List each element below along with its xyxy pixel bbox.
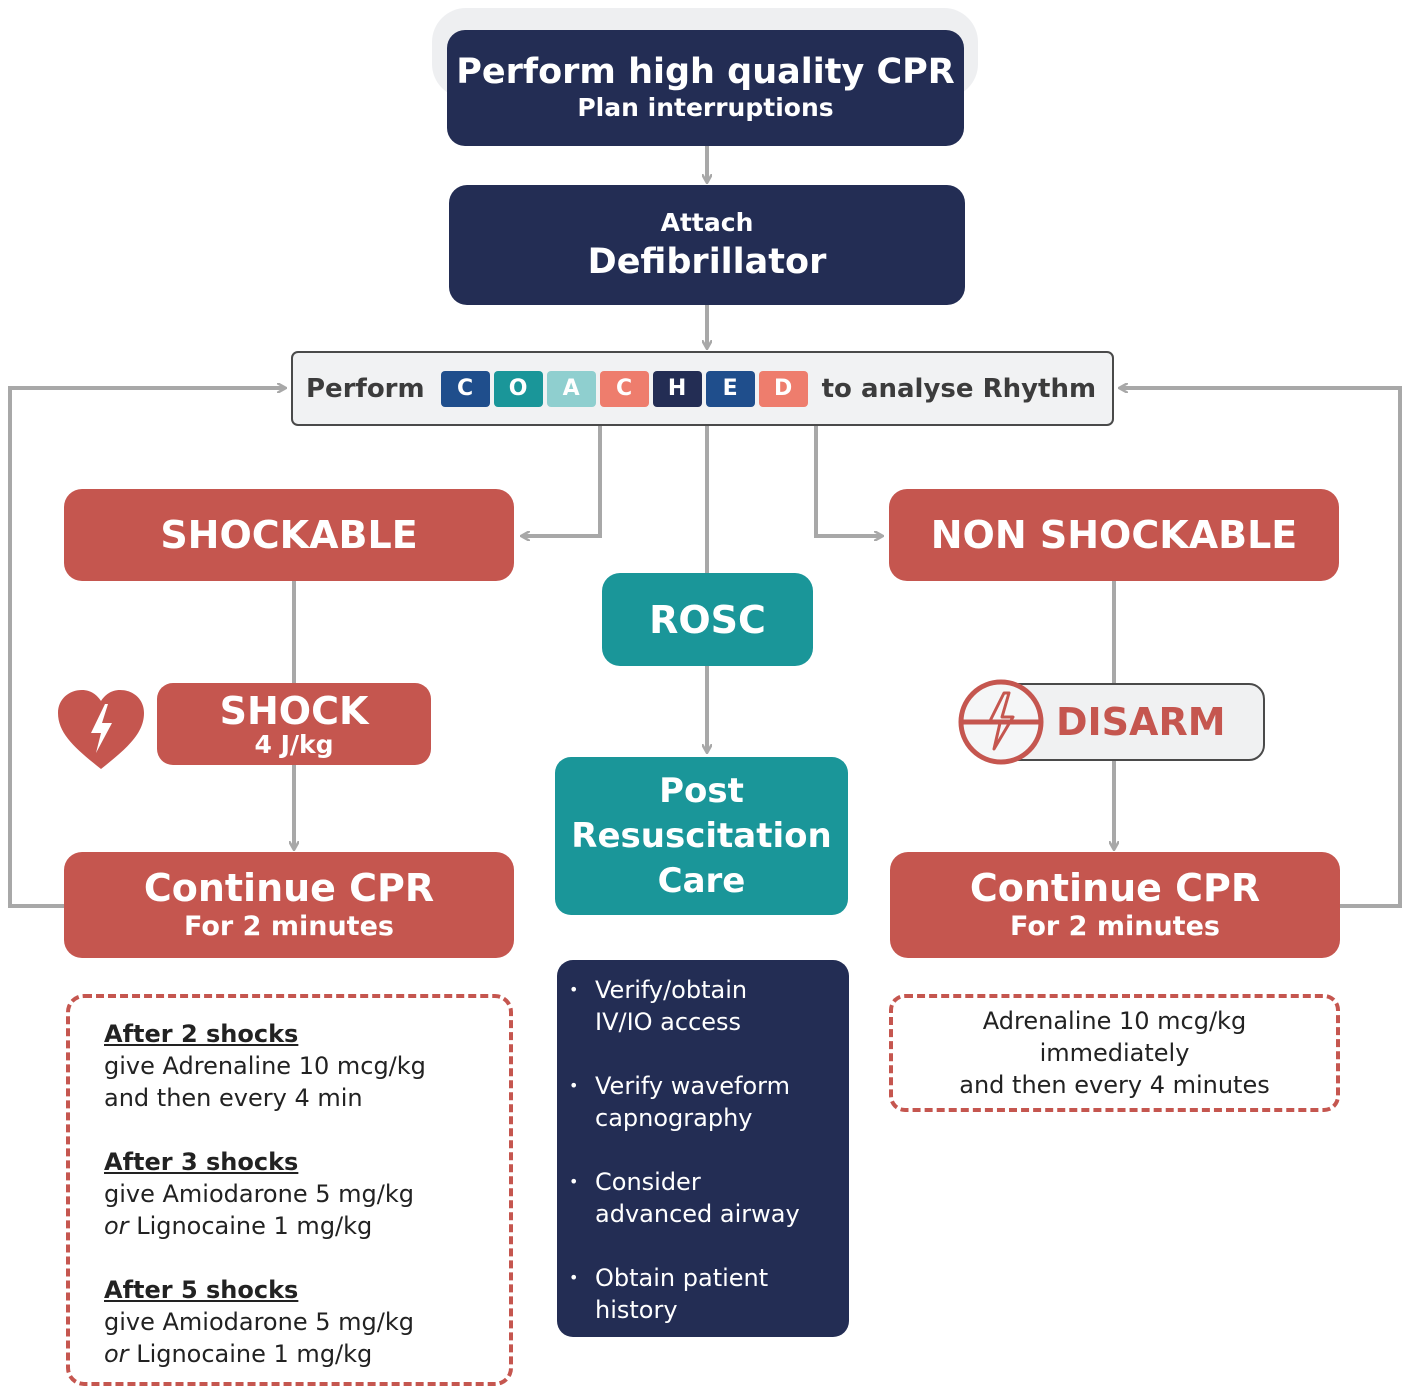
shock-dose: 4 J/kg xyxy=(254,730,334,759)
continue-right-title: Continue CPR xyxy=(969,866,1261,910)
list-item-line: advanced airway xyxy=(595,1200,800,1228)
coached-letter-c: C xyxy=(440,370,490,407)
note-after-3-shocks: After 3 shocks give Amiodarone 5 mg/kg o… xyxy=(104,1146,509,1242)
note-after-2-shocks: After 2 shocks give Adrenaline 10 mcg/kg… xyxy=(104,1018,509,1114)
coached-letter-h: H xyxy=(652,370,702,407)
coached-letter-e: E xyxy=(705,370,755,407)
list-item: • Verify waveform capnography xyxy=(569,1070,839,1134)
note-emphasis: or xyxy=(104,1212,129,1240)
list-item-line: history xyxy=(595,1296,678,1324)
rosc-box: ROSC xyxy=(602,573,813,666)
note-line: and then every 4 min xyxy=(104,1082,509,1114)
coached-letter-o: O xyxy=(493,370,543,407)
coached-suffix: to analyse Rhythm xyxy=(821,373,1097,404)
note-title: After 5 shocks xyxy=(104,1276,299,1304)
bullet-icon: • xyxy=(569,980,579,999)
bullet-icon: • xyxy=(569,1076,579,1095)
shock-label: SHOCK xyxy=(219,689,369,733)
note-line: or Lignocaine 1 mg/kg xyxy=(104,1210,509,1242)
coached-prefix: Perform xyxy=(306,373,425,404)
note-emphasis: or xyxy=(104,1340,129,1368)
cpr-subtitle: Plan interruptions xyxy=(577,93,834,122)
note-line: or Lignocaine 1 mg/kg xyxy=(104,1338,509,1370)
arrow-coached-to-shockable xyxy=(522,426,602,536)
coached-analyse-rhythm-bar: Perform C O A C H E D to analyse Rhythm xyxy=(291,351,1114,426)
disarm-box: DISARM xyxy=(1000,683,1265,761)
note-line: give Adrenaline 10 mcg/kg xyxy=(104,1052,426,1080)
defib-line1: Attach xyxy=(660,208,754,237)
note-line: give Amiodarone 5 mg/kg xyxy=(104,1308,414,1336)
cpr-title: Perform high quality CPR xyxy=(456,52,955,92)
list-item-line: capnography xyxy=(595,1104,753,1132)
post-care-line1: Post xyxy=(659,770,744,811)
list-item-line: Verify/obtain xyxy=(595,976,748,1004)
list-item: • Consider advanced airway xyxy=(569,1166,839,1230)
note-text: Lignocaine 1 mg/kg xyxy=(128,1212,373,1240)
list-item-line: Verify waveform xyxy=(595,1072,790,1100)
bullet-icon: • xyxy=(569,1268,579,1287)
list-item: • Obtain patient history xyxy=(569,1262,839,1326)
continue-left-subtitle: For 2 minutes xyxy=(184,911,394,942)
perform-cpr-box: Perform high quality CPR Plan interrupti… xyxy=(447,30,964,146)
heart-lightning-icon xyxy=(58,690,144,769)
note-text: Lignocaine 1 mg/kg xyxy=(128,1340,373,1368)
no-shock-icon xyxy=(958,679,1044,765)
loop-left xyxy=(8,388,285,908)
defib-line2: Defibrillator xyxy=(587,242,827,282)
loop-right xyxy=(1120,388,1402,908)
note-title: After 3 shocks xyxy=(104,1148,299,1176)
non-shockable-box: NON SHOCKABLE xyxy=(889,489,1339,581)
shockable-box: SHOCKABLE xyxy=(64,489,514,581)
continue-left-title: Continue CPR xyxy=(143,866,435,910)
note-line: give Amiodarone 5 mg/kg xyxy=(104,1180,414,1208)
right-note-line2: immediately xyxy=(1039,1039,1190,1067)
non-shockable-label: NON SHOCKABLE xyxy=(930,513,1298,557)
bullet-icon: • xyxy=(569,1172,579,1191)
continue-right-subtitle: For 2 minutes xyxy=(1010,911,1220,942)
continue-cpr-left-box: Continue CPR For 2 minutes xyxy=(64,852,514,958)
coached-letters: C O A C H E D xyxy=(440,370,812,407)
list-item-line: IV/IO access xyxy=(595,1008,742,1036)
continue-cpr-right-box: Continue CPR For 2 minutes xyxy=(890,852,1340,958)
shockable-drug-notes: After 2 shocks give Adrenaline 10 mcg/kg… xyxy=(66,994,513,1386)
note-text: and then every 4 min xyxy=(104,1084,363,1112)
non-shockable-drug-notes: Adrenaline 10 mcg/kg immediately and the… xyxy=(889,994,1340,1112)
coached-letter-d: D xyxy=(758,370,808,407)
list-item-line: Consider xyxy=(595,1168,701,1196)
coached-letter-a: A xyxy=(546,370,596,407)
disarm-label: DISARM xyxy=(1056,700,1226,744)
post-resuscitation-care-box: Post Resuscitation Care xyxy=(555,757,848,915)
post-care-line3: Care xyxy=(657,860,746,901)
shockable-label: SHOCKABLE xyxy=(160,513,418,557)
right-note-line3: and then every 4 minutes xyxy=(959,1071,1270,1099)
rosc-label: ROSC xyxy=(649,597,766,642)
list-item-line: Obtain patient xyxy=(595,1264,769,1292)
arrow-coached-to-nonshockable xyxy=(814,426,882,536)
coached-letter-c2: C xyxy=(599,370,649,407)
right-note-line1: Adrenaline 10 mcg/kg xyxy=(982,1007,1247,1035)
note-after-5-shocks: After 5 shocks give Amiodarone 5 mg/kg o… xyxy=(104,1274,509,1370)
note-title: After 2 shocks xyxy=(104,1020,299,1048)
post-care-line2: Resuscitation xyxy=(571,815,832,856)
shock-box: SHOCK 4 J/kg xyxy=(157,683,431,765)
attach-defibrillator-box: Attach Defibrillator xyxy=(449,185,965,305)
